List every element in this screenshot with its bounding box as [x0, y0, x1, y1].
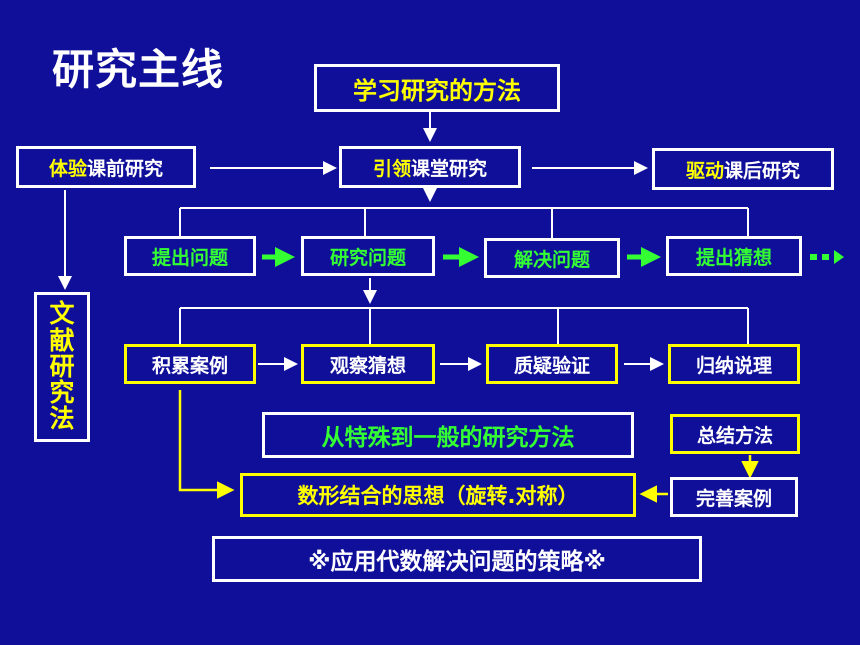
literature-char: 法: [49, 404, 75, 434]
summarize-method-box: 总结方法: [670, 414, 800, 454]
observe-conjecture-box: 观察猜想: [301, 344, 435, 384]
propose-conjecture-box: 提出猜想: [666, 236, 802, 276]
method-box: 学习研究的方法: [314, 64, 560, 112]
literature-char: 究: [49, 378, 75, 408]
page-title: 研究主线: [52, 45, 225, 94]
accumulate-cases-box: 积累案例: [124, 344, 256, 384]
post-class-research-box: 驱动课后研究: [652, 148, 834, 190]
lead-rest: 课堂研究: [411, 157, 488, 180]
lead-class-research-box: 引领课堂研究: [339, 146, 521, 188]
post-highlight: 驱动: [685, 159, 724, 182]
pre-rest: 课前研究: [87, 157, 164, 180]
improve-cases-box: 完善案例: [670, 477, 798, 517]
induce-reason-box: 归纳说理: [668, 344, 800, 384]
question-verify-box: 质疑验证: [486, 344, 618, 384]
post-rest: 课后研究: [724, 159, 801, 182]
pre-highlight: 体验: [48, 157, 87, 180]
literature-char: 研: [49, 351, 75, 381]
raise-question-box: 提出问题: [124, 236, 256, 276]
literature-research-box: 文 献 研 究 法: [34, 292, 90, 442]
literature-char: 献: [49, 325, 75, 355]
special-to-general-box: 从特殊到一般的研究方法: [262, 412, 634, 458]
solve-question-box: 解决问题: [484, 238, 620, 278]
research-question-box: 研究问题: [301, 236, 435, 276]
pre-class-research-box: 体验课前研究: [16, 146, 196, 188]
strategy-box: ※应用代数解决问题的策略※: [212, 536, 702, 582]
literature-char: 文: [49, 299, 75, 329]
combine-number-shape-box: 数形结合的思想（旋转.对称）: [240, 473, 636, 517]
lead-highlight: 引领: [372, 157, 411, 180]
